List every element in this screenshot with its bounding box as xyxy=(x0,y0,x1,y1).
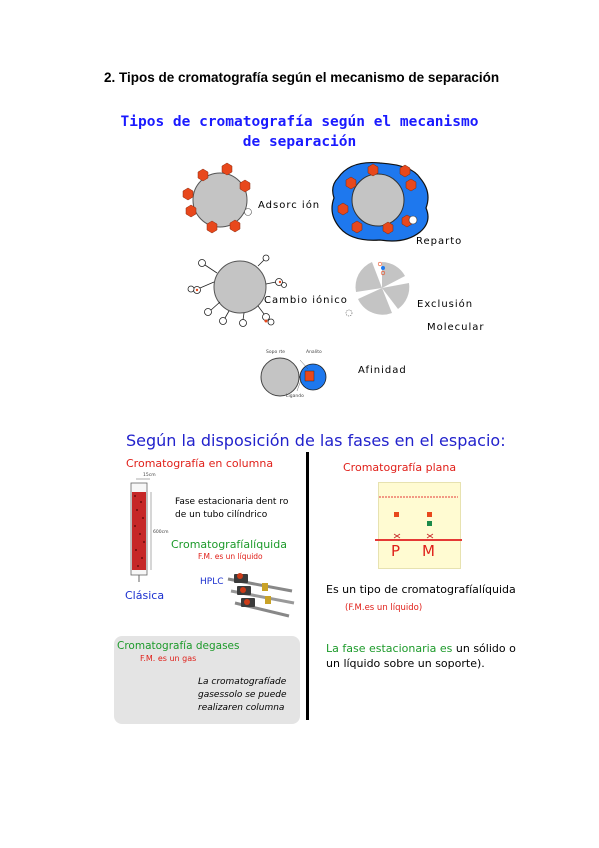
label-adsorcion: Adsorc ión xyxy=(258,200,321,211)
gas-note-line3: realizaren columna xyxy=(198,703,285,713)
planar-phase-green: La fase estacionaria es xyxy=(326,642,453,655)
label-600cm: 600cm xyxy=(153,530,169,535)
slide-title-line2: de separación xyxy=(242,134,357,150)
glass-column-illustration xyxy=(130,478,152,582)
spot-p xyxy=(394,512,399,517)
column-phase-line1: Fase estacionaria dent ro xyxy=(175,497,289,507)
gas-fm-label: F.M. es un gas xyxy=(140,654,197,663)
adsorption-diagram xyxy=(182,162,252,234)
planar-description: Es un tipo de cromatografíalíquida xyxy=(326,583,516,596)
phases-title: Según la disposición de las fases en el … xyxy=(126,431,506,450)
column-title: Cromatografía en columna xyxy=(126,457,274,470)
ion-exchange-diagram xyxy=(187,254,287,327)
plate-label-p: P xyxy=(391,542,401,560)
label-cambio-ionico: Cambio iónico xyxy=(264,295,348,306)
planar-fm-label: (F.M.es un líquido) xyxy=(345,603,423,613)
planar-phase-line2: un líquido sobre un soporte). xyxy=(326,657,485,670)
liquid-chromatography-label: Cromatografíalíquida xyxy=(171,538,287,551)
column-phase-line2: de un tubo cilíndrico xyxy=(175,510,268,520)
partition-diagram xyxy=(331,161,429,242)
spot-m-green xyxy=(427,521,432,526)
label-soporte: Sopo rte xyxy=(266,350,286,355)
affinity-diagram xyxy=(260,357,327,397)
plate-label-m: M xyxy=(422,542,435,560)
gas-chromatography-title: Cromatografía degases xyxy=(117,640,240,652)
planar-phase-rest: un sólido o xyxy=(452,642,516,655)
label-15cm: 15cm xyxy=(143,473,156,478)
label-reparto: Reparto xyxy=(416,236,463,247)
gas-note-line2: gasessolo se puede xyxy=(198,690,287,700)
label-afinidad: Afinidad xyxy=(358,365,407,376)
hplc-columns-illustration xyxy=(227,573,295,618)
label-ligando: Ligando xyxy=(286,394,304,399)
gas-note-line1: La cromatografíade xyxy=(198,677,287,687)
classic-label: Clásica xyxy=(125,589,165,602)
fm-liquid-label: F.M. es un líquido xyxy=(198,552,263,561)
exclusion-diagram xyxy=(345,261,410,317)
planar-phase-line1: La fase estacionaria es un sólido o xyxy=(326,642,516,655)
gas-chromatography-box xyxy=(114,636,300,724)
planar-title: Cromatografía plana xyxy=(343,461,457,474)
slide-title: Tipos de cromatografía según el mecanism… xyxy=(0,112,599,152)
gas-note: La cromatografíade gasessolo se puede re… xyxy=(198,676,287,715)
label-molecular: Molecular xyxy=(427,322,485,333)
label-analito: Analito xyxy=(306,350,322,355)
vertical-divider xyxy=(306,452,309,720)
spot-m-red xyxy=(427,512,432,517)
section-heading: 2. Tipos de cromatografía según el mecan… xyxy=(104,70,500,85)
label-exclusion: Exclusión xyxy=(417,299,474,310)
slide-title-line1: Tipos de cromatografía según el mecanism… xyxy=(120,114,479,130)
hplc-label: HPLC xyxy=(200,577,224,587)
